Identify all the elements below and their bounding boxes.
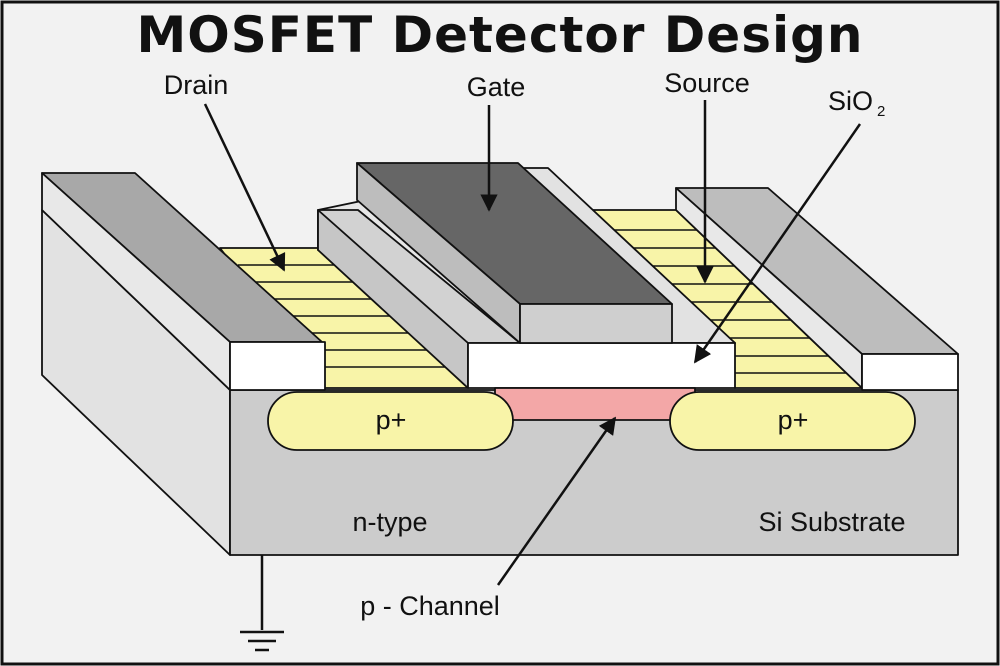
drain-oxide-front	[229, 341, 326, 391]
sio2-subscript: 2	[877, 103, 885, 120]
n-type-label: n-type	[352, 507, 427, 537]
ground-icon	[240, 555, 284, 652]
source-oxide-front	[861, 353, 959, 391]
oxide-front-face	[467, 342, 736, 389]
diagram-title: MOSFET Detector Design	[137, 6, 864, 64]
p-plus-right-region	[669, 391, 916, 451]
drain-label: Drain	[164, 70, 229, 100]
drain-doped-stripes	[238, 264, 448, 368]
sio2-label: SiO	[828, 86, 873, 116]
source-label: Source	[664, 68, 750, 98]
substrate-label: Si Substrate	[758, 507, 905, 537]
drain-arrow	[203, 103, 286, 272]
sio2-arrow	[693, 123, 862, 364]
p-plus-left-label: p+	[376, 405, 407, 435]
p-plus-left-region	[267, 391, 514, 451]
gate-label: Gate	[467, 72, 526, 102]
p-plus-right-label: p+	[778, 405, 809, 435]
gate-front-face	[519, 303, 673, 344]
p-channel-label: p - Channel	[360, 591, 500, 621]
p-channel-arrow	[496, 416, 617, 586]
p-channel-region	[494, 387, 696, 421]
source-doped-stripes	[612, 229, 848, 374]
